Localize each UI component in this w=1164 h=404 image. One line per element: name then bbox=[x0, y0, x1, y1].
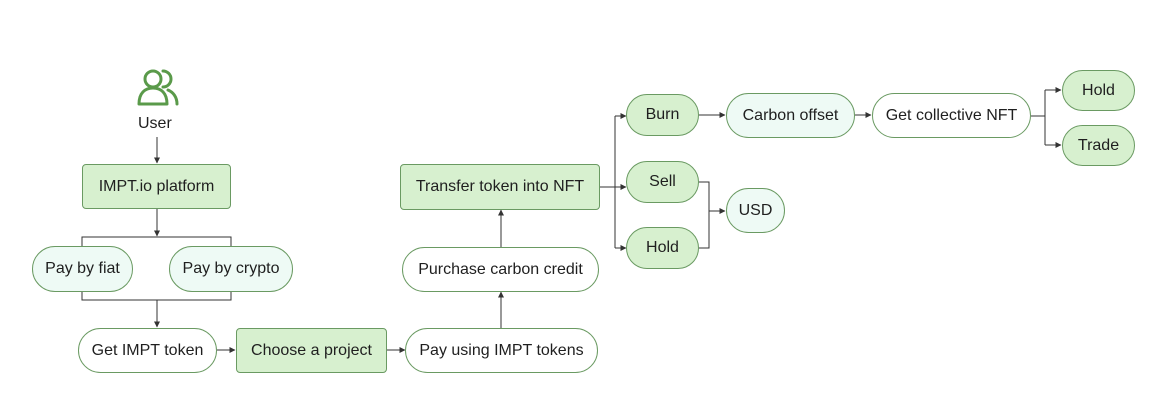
node-burn: Burn bbox=[626, 94, 699, 136]
bracket-top bbox=[81, 236, 232, 246]
node-carbon-offset: Carbon offset bbox=[726, 93, 855, 138]
node-purchase-carbon-credit: Purchase carbon credit bbox=[402, 247, 599, 292]
bracket-bottom bbox=[81, 292, 232, 301]
node-hold-end: Hold bbox=[1062, 70, 1135, 111]
node-get-collective-nft: Get collective NFT bbox=[872, 93, 1031, 138]
user-label: User bbox=[138, 115, 172, 132]
node-usd: USD bbox=[726, 188, 785, 233]
node-get-impt-token: Get IMPT token bbox=[78, 328, 217, 373]
node-choose-project: Choose a project bbox=[236, 328, 387, 373]
node-transfer-token-nft: Transfer token into NFT bbox=[400, 164, 600, 210]
node-pay-using-tokens: Pay using IMPT tokens bbox=[405, 328, 598, 373]
node-hold-mid: Hold bbox=[626, 227, 699, 269]
node-pay-by-fiat: Pay by fiat bbox=[32, 246, 133, 292]
node-impt-platform: IMPT.io platform bbox=[82, 164, 231, 209]
merge-usd bbox=[699, 181, 710, 249]
node-trade: Trade bbox=[1062, 125, 1135, 166]
node-pay-by-crypto: Pay by crypto bbox=[169, 246, 293, 292]
node-sell: Sell bbox=[626, 161, 699, 203]
users-icon bbox=[137, 69, 179, 106]
